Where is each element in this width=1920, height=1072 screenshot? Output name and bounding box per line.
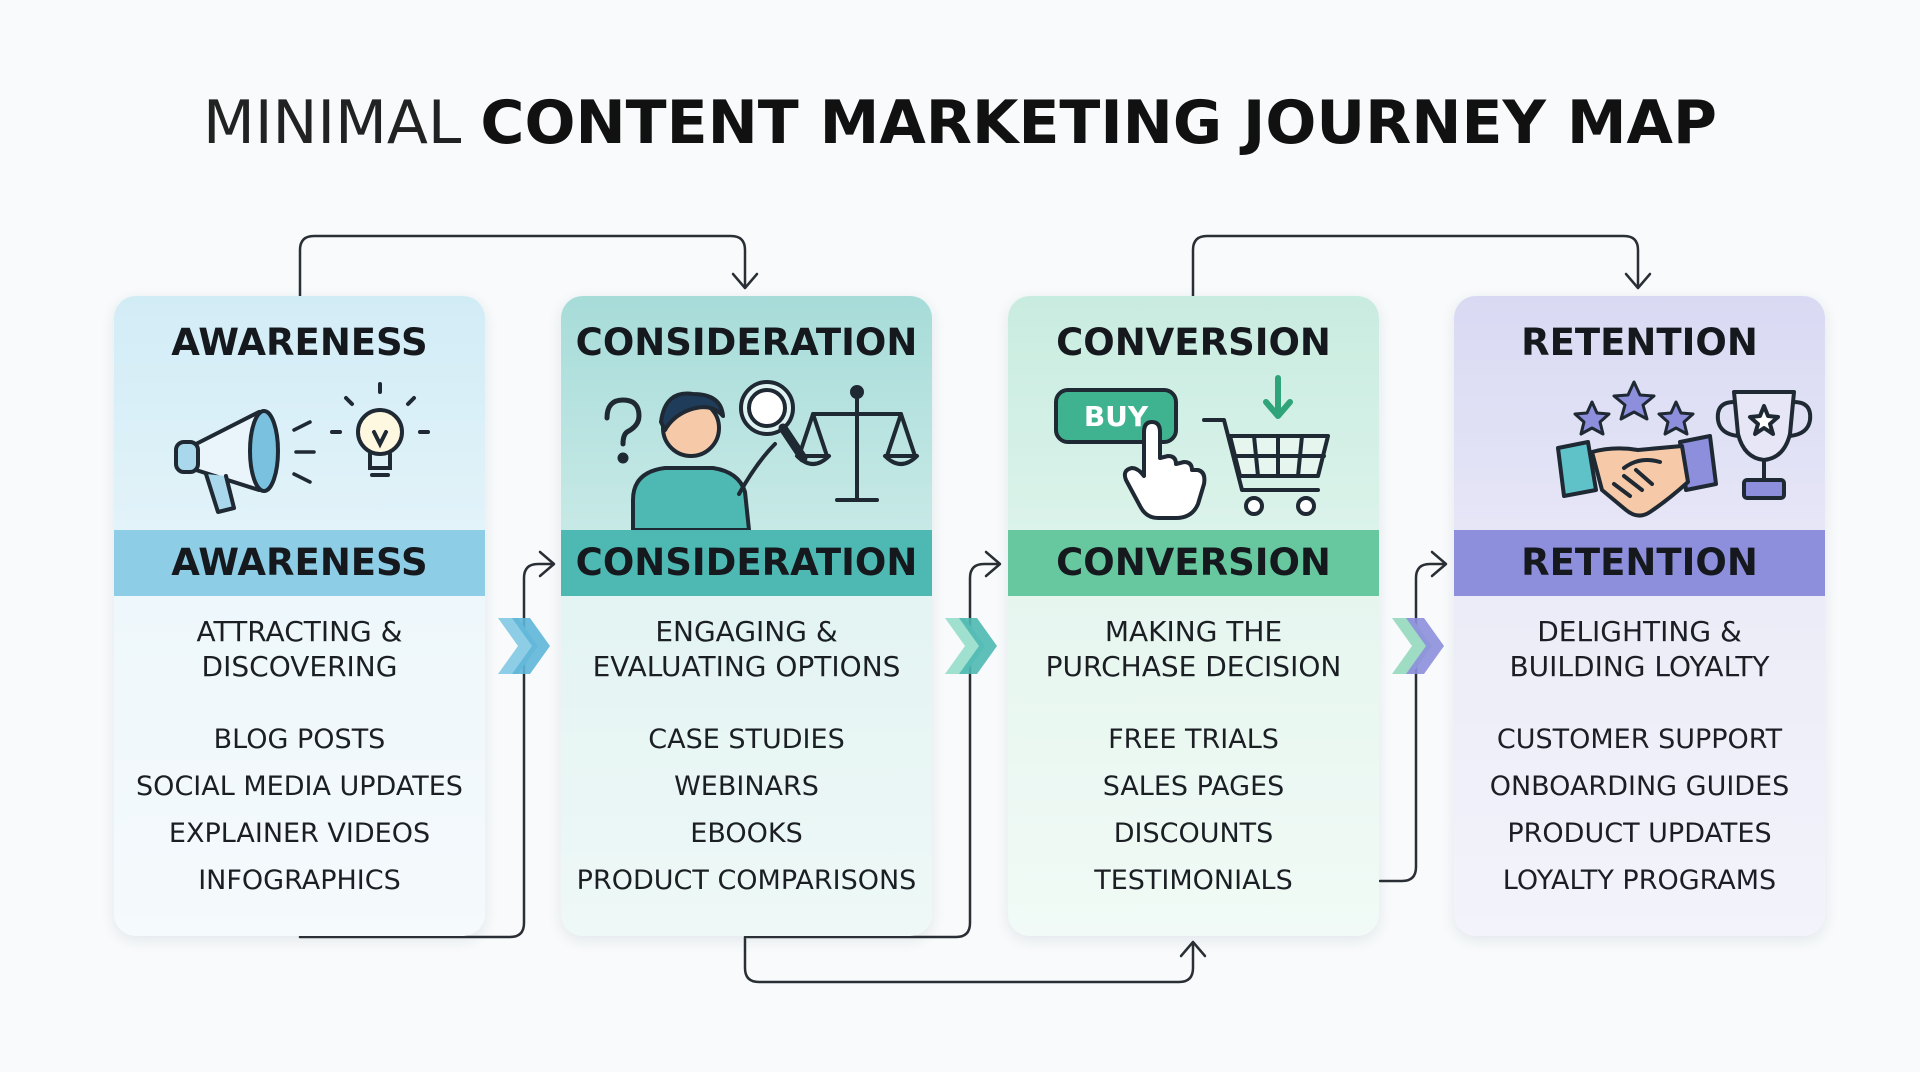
megaphone-icon xyxy=(174,409,280,514)
stage-body: DELIGHTING & BUILDING LOYALTY CUSTOMER S… xyxy=(1454,596,1825,936)
pointer-hand-icon xyxy=(1122,420,1207,520)
stage-header: AWARENESS xyxy=(114,296,485,530)
stage-card-retention: RETENTION RETENTI xyxy=(1454,296,1825,936)
stage-header: RETENTION xyxy=(1454,296,1825,530)
stars-icon xyxy=(1573,380,1695,436)
stage-subtitle: DELIGHTING & BUILDING LOYALTY xyxy=(1509,615,1770,683)
handshake-icon xyxy=(1556,434,1718,518)
list-item: EBOOKS xyxy=(690,818,803,849)
connector-side-2-arrow xyxy=(984,550,1002,578)
stage-card-awareness: AWARENESS xyxy=(114,296,485,936)
list-item: INFOGRAPHICS xyxy=(198,865,401,896)
connector-side-1-arrow xyxy=(538,550,556,578)
stage-illustration: BUY xyxy=(1054,375,1330,520)
chevron-arrow-icon xyxy=(498,618,550,674)
list-item: LOYALTY PROGRAMS xyxy=(1502,865,1777,896)
list-item: SALES PAGES xyxy=(1102,771,1285,802)
stage-illustration xyxy=(1556,380,1813,518)
stage-title: RETENTION xyxy=(1521,321,1758,364)
list-item: BLOG POSTS xyxy=(213,724,386,755)
connector-bottom xyxy=(743,935,1195,984)
stage-illustration xyxy=(604,380,919,530)
list-item: FREE TRIALS xyxy=(1108,724,1279,755)
stage-body: MAKING THE PURCHASE DECISION FREE TRIALS… xyxy=(1008,596,1379,936)
content-list: CUSTOMER SUPPORT ONBOARDING GUIDES PRODU… xyxy=(1454,716,1825,904)
list-item: CASE STUDIES xyxy=(648,724,845,755)
content-list: CASE STUDIES WEBINARS EBOOKS PRODUCT COM… xyxy=(561,716,932,904)
stage-title: CONSIDERATION xyxy=(575,321,918,364)
content-list: BLOG POSTS SOCIAL MEDIA UPDATES EXPLAINE… xyxy=(114,716,485,904)
connector-bottom-arrow xyxy=(1179,940,1207,958)
stage-title: CONVERSION xyxy=(1056,321,1331,364)
question-mark-icon xyxy=(604,397,642,464)
stage-subtitle: ATTRACTING & DISCOVERING xyxy=(196,615,403,683)
stage-title: AWARENESS xyxy=(171,321,428,364)
stage-subtitle: MAKING THE PURCHASE DECISION xyxy=(1045,615,1342,683)
stage-illustration xyxy=(174,382,430,514)
stage-body: ATTRACTING & DISCOVERING BLOG POSTS SOCI… xyxy=(114,596,485,936)
shopping-cart-icon xyxy=(1202,375,1330,516)
lightbulb-icon xyxy=(330,382,430,477)
stage-band: CONSIDERATION xyxy=(561,530,932,596)
stage-band: RETENTION xyxy=(1454,530,1825,596)
connector-top-2 xyxy=(1191,234,1640,298)
title-bold: CONTENT MARKETING JOURNEY MAP xyxy=(480,88,1717,158)
page-title: MINIMAL CONTENT MARKETING JOURNEY MAP xyxy=(0,88,1920,158)
list-item: WEBINARS xyxy=(674,771,819,802)
list-item: EXPLAINER VIDEOS xyxy=(168,818,431,849)
stage-band: CONVERSION xyxy=(1008,530,1379,596)
balance-scale-icon xyxy=(795,385,919,502)
title-light: MINIMAL xyxy=(203,88,462,158)
chevron-arrow-icon xyxy=(945,618,997,674)
list-item: SOCIAL MEDIA UPDATES xyxy=(136,771,463,802)
connector-top-2-arrow xyxy=(1624,272,1652,290)
list-item: PRODUCT UPDATES xyxy=(1507,818,1772,849)
sound-lines-icon xyxy=(292,420,316,484)
stage-header: CONVERSION BUY xyxy=(1008,296,1379,530)
connector-top-1-arrow xyxy=(731,272,759,290)
stage-band: AWARENESS xyxy=(114,530,485,596)
connector-side-3-arrow xyxy=(1430,550,1448,578)
stage-subtitle: ENGAGING & EVALUATING OPTIONS xyxy=(592,615,901,683)
trophy-icon xyxy=(1715,390,1813,500)
stage-card-consideration: CONSIDERATION xyxy=(561,296,932,936)
chevron-arrow-icon xyxy=(1392,618,1444,674)
stage-body: ENGAGING & EVALUATING OPTIONS CASE STUDI… xyxy=(561,596,932,936)
list-item: ONBOARDING GUIDES xyxy=(1489,771,1790,802)
content-list: FREE TRIALS SALES PAGES DISCOUNTS TESTIM… xyxy=(1008,716,1379,904)
stage-header: CONSIDERATION xyxy=(561,296,932,530)
buy-label: BUY xyxy=(1084,400,1149,433)
stage-card-conversion: CONVERSION BUY CONVERSION xyxy=(1008,296,1379,936)
list-item: PRODUCT COMPARISONS xyxy=(576,865,917,896)
list-item: DISCOUNTS xyxy=(1113,818,1274,849)
person-magnifier-icon xyxy=(631,380,808,530)
list-item: TESTIMONIALS xyxy=(1094,865,1293,896)
connector-top-1 xyxy=(298,234,747,298)
list-item: CUSTOMER SUPPORT xyxy=(1496,724,1783,755)
